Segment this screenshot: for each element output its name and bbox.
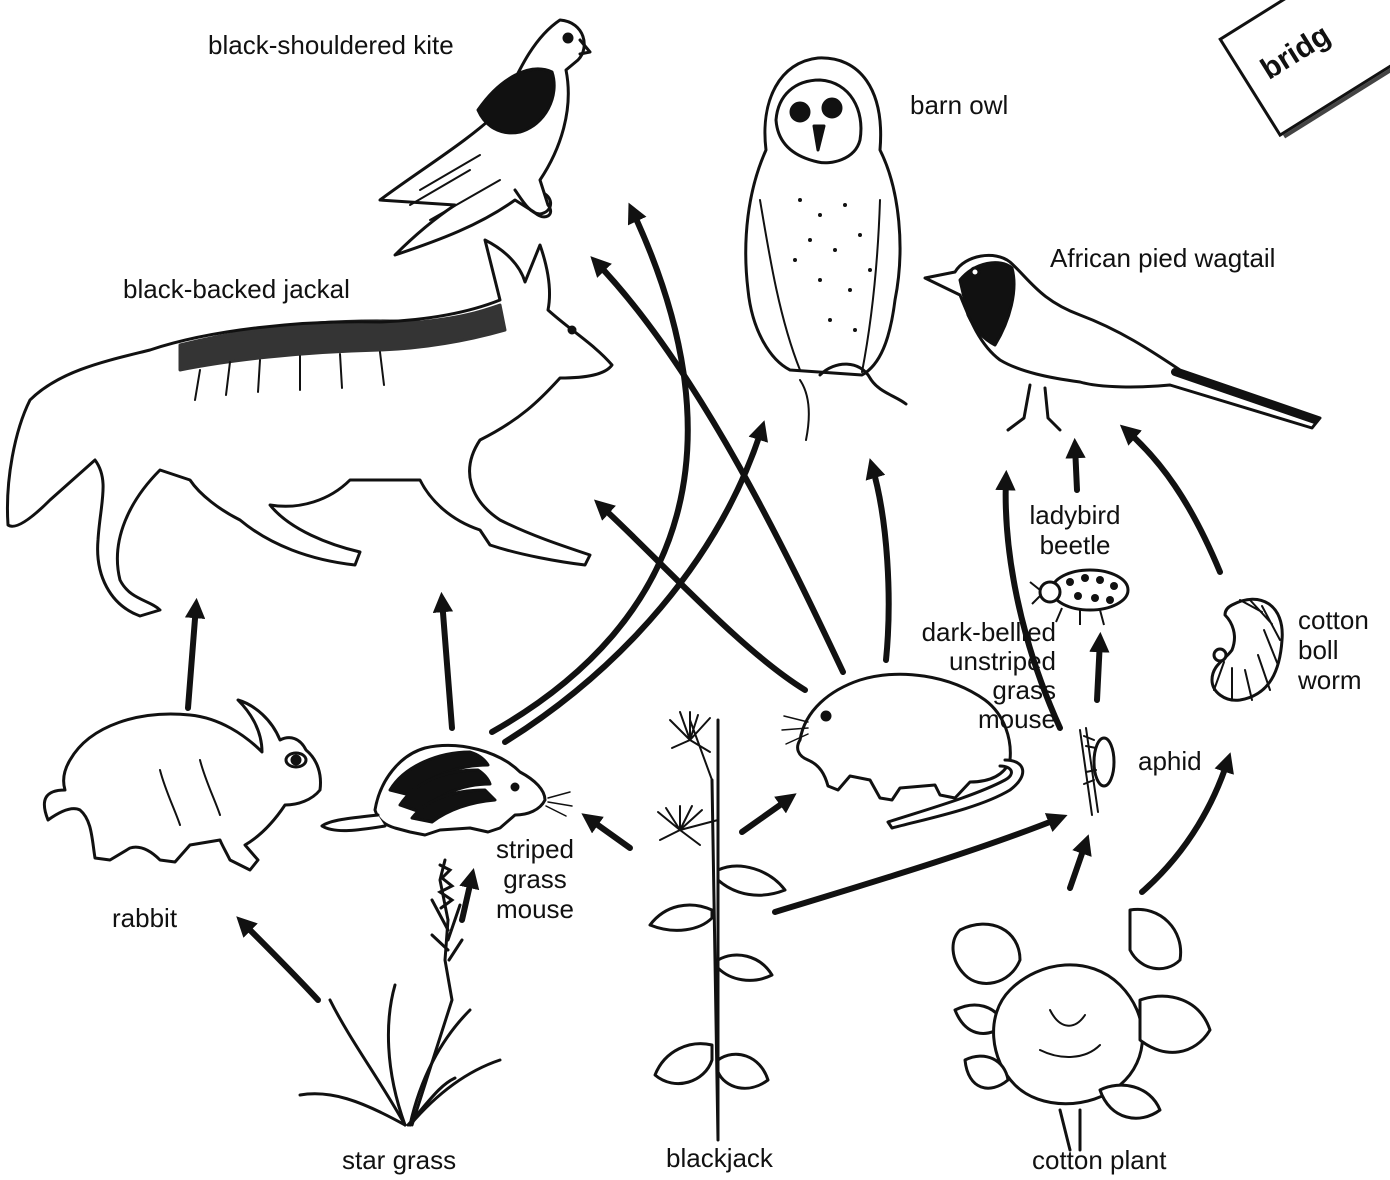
arrow-ladybird-to-wagtail [1075, 446, 1077, 490]
label-star-grass: star grass [342, 1145, 456, 1175]
label-ladybird-beetle: ladybird beetle [1015, 500, 1135, 560]
label-black-backed-jackal: black-backed jackal [123, 274, 350, 304]
arrow-stargrass-to-rabbit [242, 922, 318, 1000]
rabbit-illustration [44, 700, 320, 870]
arrow-striped-mouse-to-jackal [442, 600, 452, 728]
star-grass-illustration [300, 860, 500, 1125]
label-blackjack: blackjack [666, 1143, 773, 1173]
arrow-stargrass-to-striped-mouse [462, 876, 472, 920]
label-dark-bellied-unstriped-grass-mouse: dark-bellied unstriped grass mouse [880, 618, 1056, 734]
barn-owl-illustration [746, 58, 906, 440]
label-cotton-boll-worm: cotton boll worm [1298, 605, 1369, 695]
arrow-blackjack-to-striped-mouse [588, 818, 630, 848]
arrow-aphid-to-ladybird [1097, 640, 1100, 700]
label-black-shouldered-kite: black-shouldered kite [208, 30, 454, 60]
cotton-plant-illustration [953, 909, 1210, 1150]
arrow-cotton-to-bollworm [1142, 760, 1228, 892]
arrow-blackjack-to-dark-mouse [742, 798, 790, 832]
arrow-blackjack-to-aphid [775, 818, 1060, 912]
cotton-boll-worm-illustration [1212, 599, 1282, 700]
arrow-bollworm-to-wagtail [1126, 430, 1220, 572]
wagtail-illustration [925, 255, 1320, 430]
aphid-illustration [1080, 728, 1114, 815]
arrow-rabbit-to-jackal [188, 606, 196, 708]
blackjack-illustration [650, 712, 785, 1140]
label-rabbit: rabbit [112, 903, 177, 933]
arrow-cotton-to-aphid [1070, 842, 1086, 888]
label-aphid: aphid [1138, 746, 1202, 776]
arrow-striped-mouse-to-owl [505, 428, 762, 742]
striped-grass-mouse-illustration [322, 745, 572, 835]
label-african-pied-wagtail: African pied wagtail [1050, 243, 1275, 273]
label-striped-grass-mouse: striped grass mouse [480, 834, 590, 924]
label-cotton-plant: cotton plant [1032, 1145, 1166, 1175]
label-barn-owl: barn owl [910, 90, 1008, 120]
